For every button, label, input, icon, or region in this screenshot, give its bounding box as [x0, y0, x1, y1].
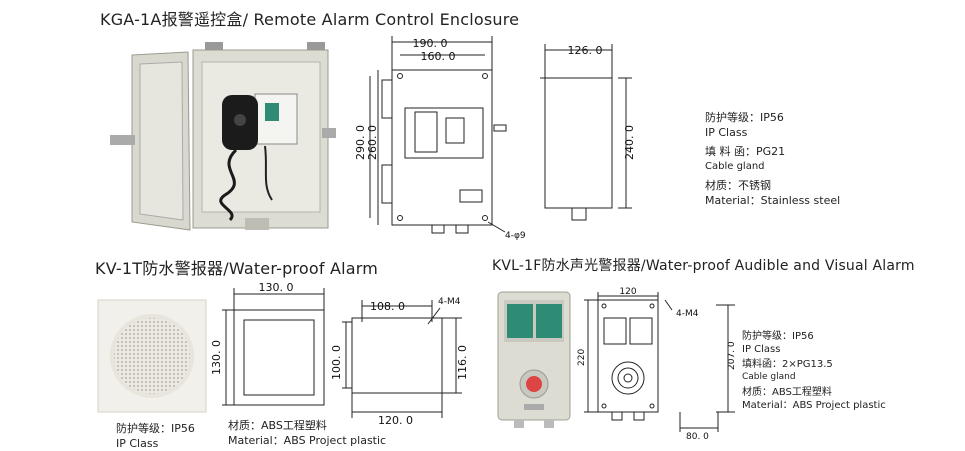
kvl-drawing: [584, 292, 735, 432]
spec-gland-en: Cable gland: [742, 372, 796, 382]
spec-material: 材质：ABS工程塑料: [228, 419, 327, 432]
dim-kvl-120: 120: [619, 287, 636, 297]
kv-side-drawing: [342, 300, 462, 418]
kga-specs: 防护等级：IP56 IP Class 填 料 函：PG21 Cable glan…: [705, 110, 840, 208]
dim-130-h: 130. 0: [210, 340, 223, 375]
kvl-title: KVL-1F防水声光警报器/Water-proof Audible and Vi…: [492, 258, 915, 274]
spec-ip: 防护等级：IP56: [116, 422, 195, 435]
dim-260: 260. 0: [366, 125, 379, 160]
spec-material: 材质：不锈钢: [705, 179, 771, 192]
dim-290: 290. 0: [354, 125, 367, 160]
spec-ip: 防护等级：IP56: [742, 331, 814, 342]
dim-holes-3: 4-M4: [676, 309, 699, 319]
dim-100: 100. 0: [330, 345, 343, 380]
kv-specs-material: 材质：ABS工程塑料 Material：ABS Project plastic: [228, 418, 386, 448]
kv-title: KV-1T防水警报器/Water-proof Alarm: [95, 259, 379, 278]
spec-material-en: Material：Stainless steel: [705, 194, 841, 207]
kga-front-drawing: [369, 36, 507, 234]
kga-title: KGA-1A报警遥控盒/ Remote Alarm Control Enclos…: [100, 10, 520, 29]
spec-gland: 填料函：2×PG13.5: [742, 359, 833, 370]
dim-207: 207. 0: [727, 341, 737, 370]
kga-side-drawing: [540, 44, 632, 221]
spec-ip-en: IP Class: [742, 344, 781, 355]
spec-gland-en: Cable gland: [705, 161, 765, 172]
dim-240: 240. 0: [623, 125, 636, 160]
dim-126: 126. 0: [568, 44, 603, 57]
enclosure-photo: [110, 42, 336, 231]
spec-ip: 防护等级：IP56: [705, 111, 784, 124]
spec-material-en: Material：ABS Project plastic: [742, 400, 886, 411]
dim-120-bottom: 120. 0: [378, 414, 413, 427]
dim-116: 116. 0: [456, 345, 469, 380]
dim-80: 80. 0: [686, 432, 709, 442]
spec-material-en: Material：ABS Project plastic: [228, 434, 387, 447]
kvl-specs: 防护等级：IP56 IP Class 填料函：2×PG13.5 Cable gl…: [742, 330, 886, 412]
dim-holes-1: 4-φ9: [505, 231, 526, 241]
spec-ip-en: IP Class: [705, 126, 748, 139]
kv-front-drawing: [222, 288, 325, 406]
dim-190: 190. 0: [413, 37, 448, 50]
speaker-photo: [97, 299, 207, 413]
spec-ip-en: IP Class: [116, 437, 159, 450]
spec-material: 材质：ABS工程塑料: [742, 387, 832, 398]
dim-holes-2: 4-M4: [438, 297, 461, 307]
dim-160: 160. 0: [421, 50, 456, 63]
dim-108: 108. 0: [370, 300, 405, 313]
spec-gland: 填 料 函：PG21: [705, 145, 786, 158]
dim-130-w: 130. 0: [259, 281, 294, 294]
kvl-photo: [497, 291, 571, 428]
dim-kvl-220: 220: [577, 349, 587, 366]
